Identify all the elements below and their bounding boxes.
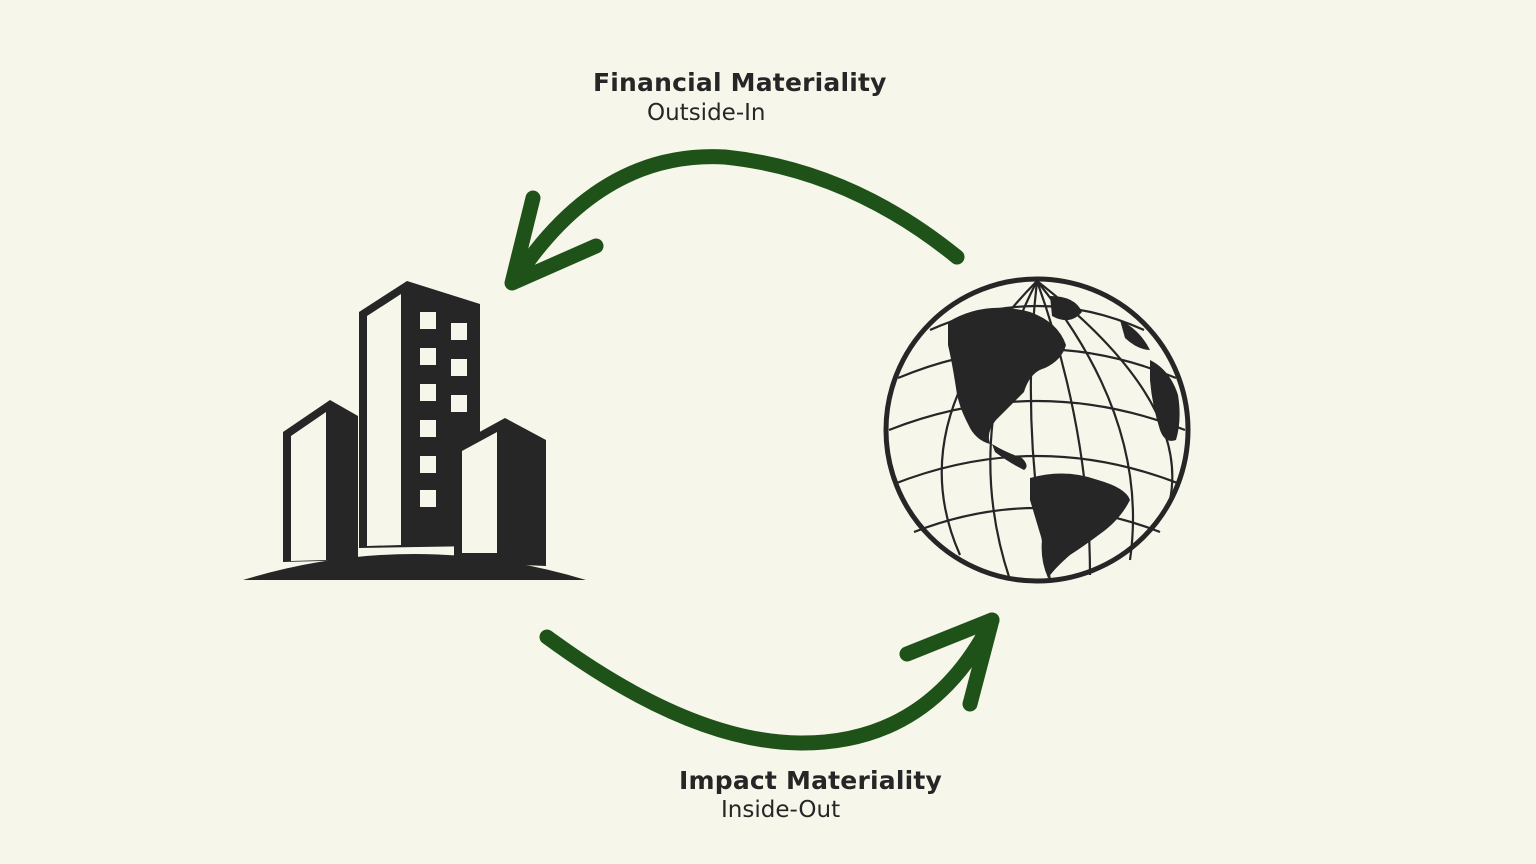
inside-out-arrow bbox=[539, 612, 1000, 751]
office-buildings-icon bbox=[243, 281, 586, 580]
financial-materiality-title: Financial Materiality bbox=[593, 68, 887, 97]
outside-in-arrow bbox=[504, 149, 965, 291]
inside-out-subtitle: Inside-Out bbox=[721, 797, 841, 823]
impact-materiality-title: Impact Materiality bbox=[679, 766, 942, 795]
outside-in-subtitle: Outside-In bbox=[647, 100, 766, 126]
globe-icon bbox=[883, 276, 1191, 584]
